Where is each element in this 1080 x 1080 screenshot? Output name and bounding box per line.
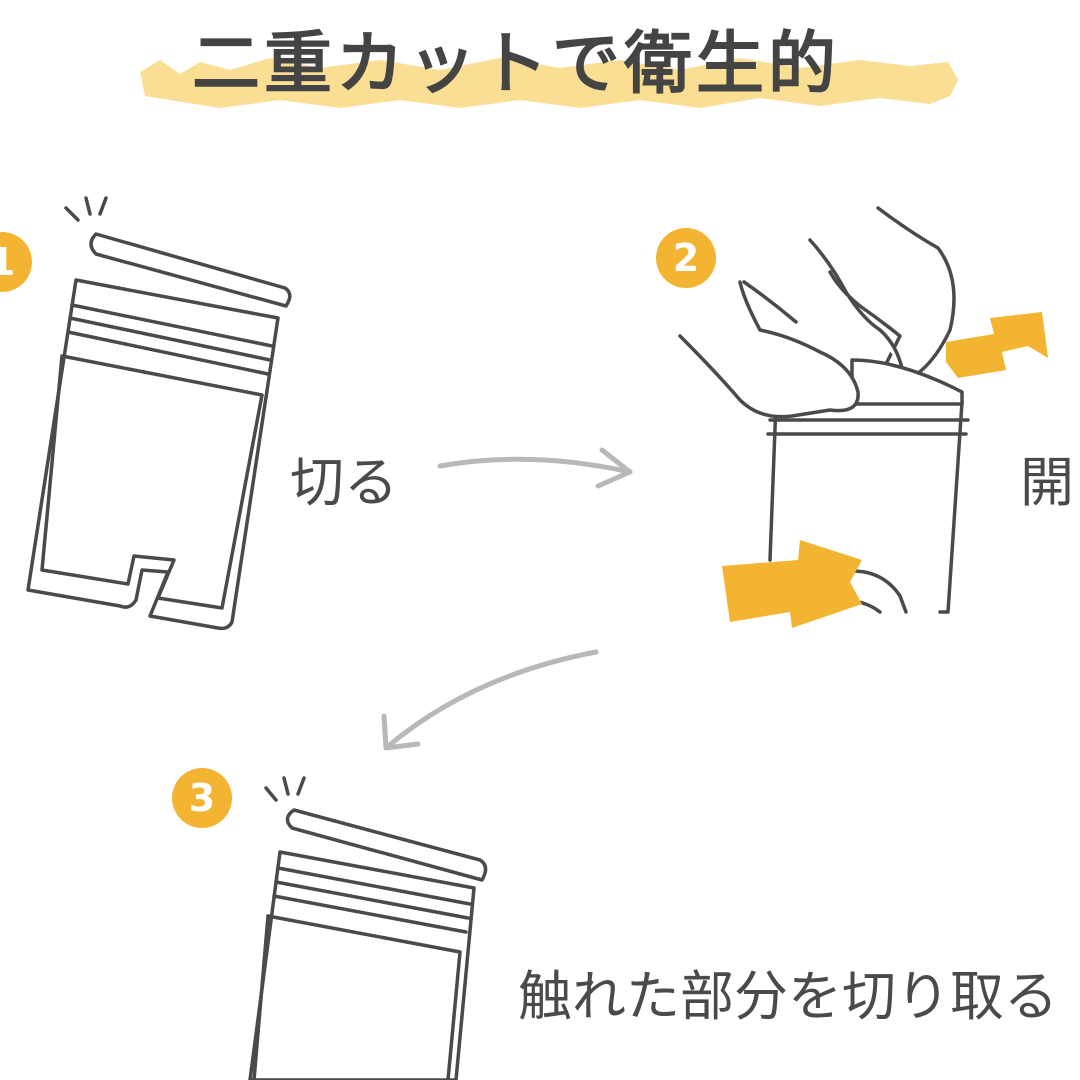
step2-hands: [678, 206, 964, 419]
step2-pull-down-arrow-icon: [722, 540, 862, 628]
step1-sparkle-icon: [64, 196, 108, 222]
arrow-step2-to-step3: [381, 649, 599, 751]
step3-number-badge: 3: [172, 768, 232, 828]
step2-pull-up-arrow-icon: [946, 312, 1048, 378]
step3-bag: [248, 808, 488, 1080]
title-highlight: [140, 58, 958, 108]
step3-sparkle-icon: [264, 776, 306, 802]
step1-number: 1: [0, 240, 16, 284]
step3-caption: 触れた部分を切り取る: [518, 965, 1058, 1028]
step1-bag: [26, 232, 292, 631]
arrow-step1-to-step2: [437, 447, 633, 489]
page-title: 二重カットで衛生的: [192, 25, 841, 104]
step3-number: 3: [188, 776, 216, 820]
step2-number: 2: [672, 236, 700, 280]
step2-caption: 開: [1020, 451, 1074, 514]
step2-number-badge: 2: [656, 228, 716, 288]
step1-caption: 切る: [290, 451, 398, 514]
